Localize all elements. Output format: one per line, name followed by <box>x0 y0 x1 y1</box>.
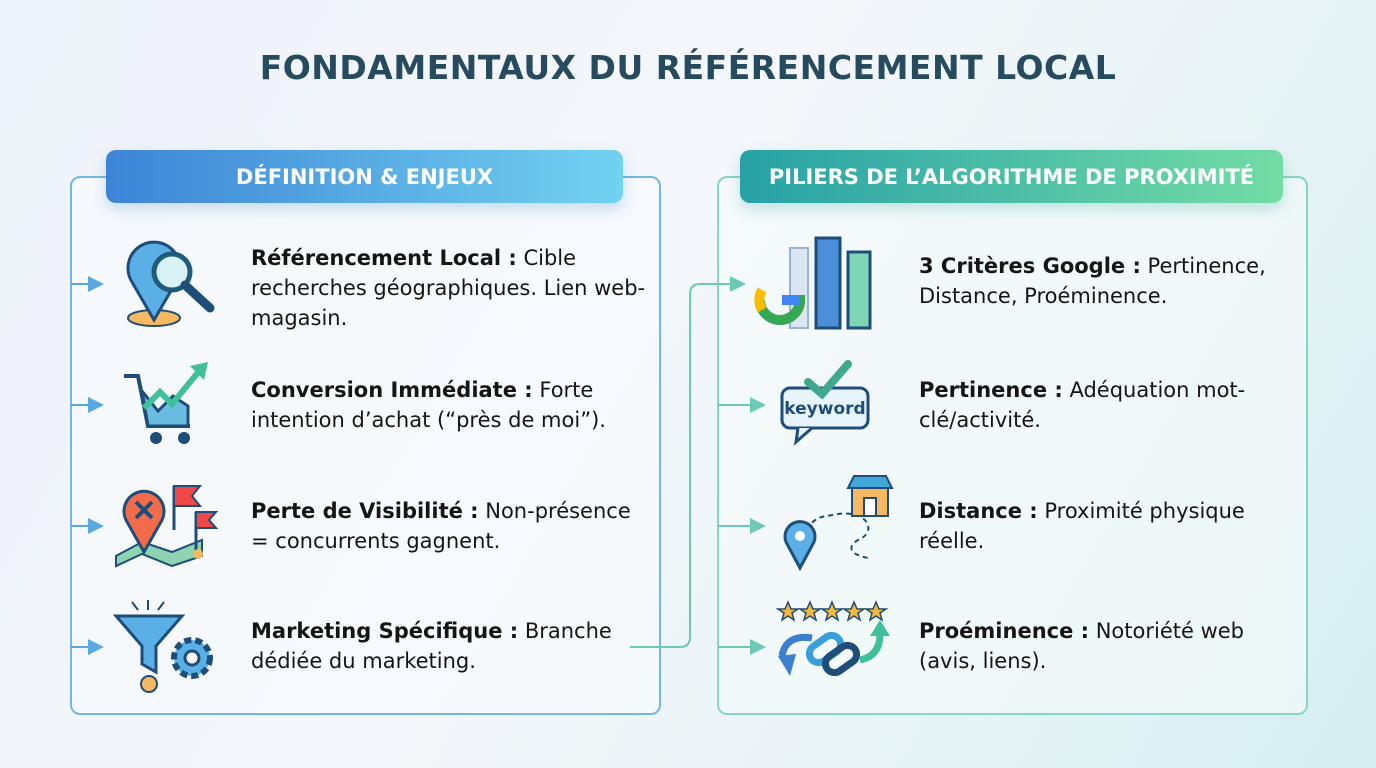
keyword-check-icon: keyword <box>778 360 888 460</box>
item-term: Conversion Immédiate : <box>251 378 533 402</box>
item-term: Marketing Spécifique : <box>251 619 519 643</box>
item-text: Proximité physique réelle. <box>919 499 1245 553</box>
google-pillars-icon <box>752 234 872 334</box>
list-item: Conversion Immédiate : Forte intention d… <box>251 375 651 435</box>
item-term: Pertinence : <box>919 378 1063 402</box>
cart-growth-icon <box>118 356 228 456</box>
page-title: FONDAMENTAUX DU RÉFÉRENCEMENT LOCAL <box>259 48 1117 87</box>
list-item: Référencement Local : Cible recherches g… <box>251 243 651 333</box>
route-store-icon <box>778 474 894 574</box>
list-item: 3 Critères Google : Pertinence, Distance… <box>919 251 1289 311</box>
item-text: Cible recherches géographiques. Lien web… <box>251 246 646 330</box>
item-term: Proéminence : <box>919 619 1090 643</box>
item-text: Branche dédiée du marketing. <box>251 619 612 673</box>
stars-links-icon <box>775 600 890 700</box>
item-term: Perte de Visibilité : <box>251 499 479 523</box>
item-term: Distance : <box>919 499 1038 523</box>
location-search-icon <box>118 232 228 332</box>
list-item: Perte de Visibilité : Non-présence = con… <box>251 496 651 556</box>
right-panel <box>717 176 1308 715</box>
funnel-gear-icon <box>112 598 222 698</box>
list-item: Marketing Spécifique : Branche dédiée du… <box>251 616 631 676</box>
item-text: Pertinence, Distance, Proéminence. <box>919 254 1266 308</box>
list-item: Pertinence : Adéquation mot-clé/activité… <box>919 375 1249 435</box>
list-item: Proéminence : Notoriété web (avis, liens… <box>919 616 1269 676</box>
map-flags-icon <box>112 480 222 580</box>
left-panel-header: DÉFINITION & ENJEUX <box>106 150 623 203</box>
right-panel-header: PILIERS DE L’ALGORITHME DE PROXIMITÉ <box>740 150 1283 203</box>
item-text: Non-présence = concurrents gagnent. <box>251 499 631 553</box>
item-term: 3 Critères Google : <box>919 254 1141 278</box>
item-text: Adéquation mot-clé/activité. <box>919 378 1246 432</box>
item-text: Forte intention d’achat (“près de moi”). <box>251 378 606 432</box>
keyword-badge: keyword <box>784 399 865 419</box>
item-term: Référencement Local : <box>251 246 517 270</box>
list-item: Distance : Proximité physique réelle. <box>919 496 1289 556</box>
item-text: Notoriété web (avis, liens). <box>919 619 1245 673</box>
